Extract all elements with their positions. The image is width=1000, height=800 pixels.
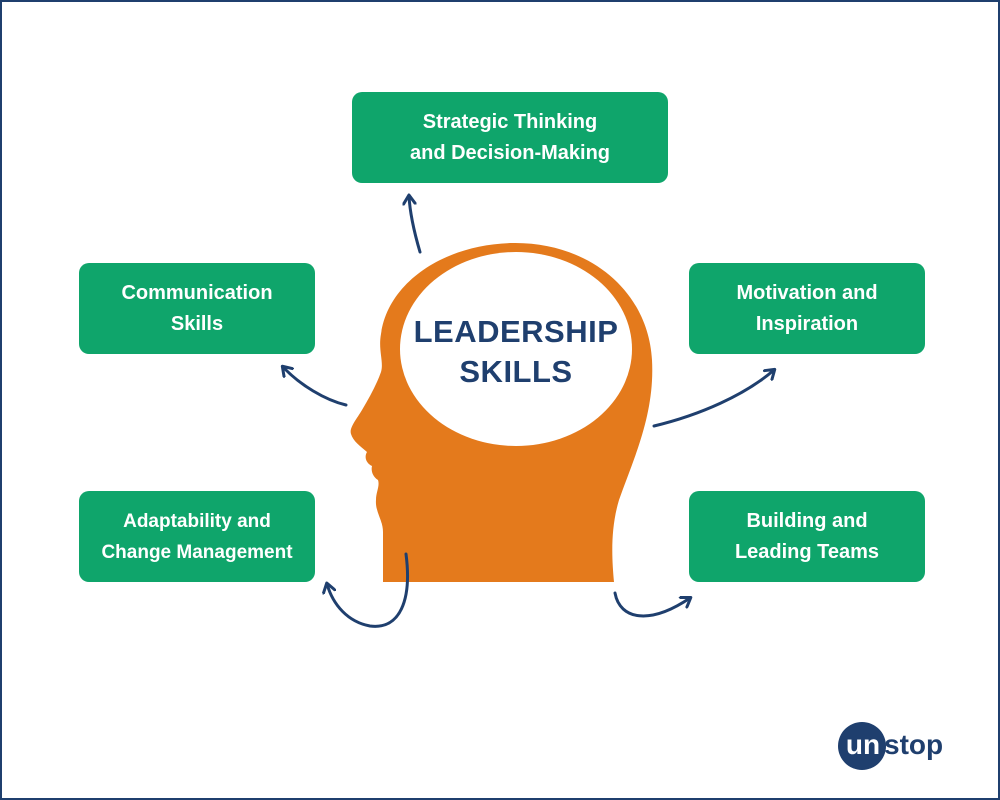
skill-label-line2: Leading Teams <box>734 540 880 563</box>
skill-box-building-teams: Building and Leading Teams <box>689 491 925 582</box>
arrow-adaptability <box>327 552 409 628</box>
center-title-line1: LEADERSHIP <box>413 314 619 349</box>
center-title: LEADERSHIP SKILLS <box>400 312 632 392</box>
logo-text-stop: stop <box>884 729 944 760</box>
arrow-motivation <box>652 370 774 428</box>
skill-label-line1: Motivation and <box>736 281 878 304</box>
skill-box-adaptability: Adaptability and Change Management <box>79 491 315 582</box>
skill-label-line1: Building and <box>746 509 868 532</box>
arrow-building <box>613 591 690 618</box>
logo-text-un: un <box>845 729 881 760</box>
skill-label-line2: and Decision-Making <box>409 141 611 164</box>
brain-ellipse <box>400 252 632 446</box>
skill-label-line1: Strategic Thinking <box>422 110 598 133</box>
skill-box-motivation: Motivation and Inspiration <box>689 263 925 354</box>
arrow-strategic <box>409 196 422 254</box>
unstop-logo: un stop <box>838 722 968 770</box>
skill-label-line2: Change Management <box>101 541 293 563</box>
center-title-line2: SKILLS <box>459 354 573 389</box>
skill-box-strategic-thinking: Strategic Thinking and Decision-Making <box>352 92 668 183</box>
skill-label-line2: Skills <box>170 312 224 335</box>
skill-label-line2: Inspiration <box>755 312 859 335</box>
arrow-communication <box>283 367 348 407</box>
skill-box-communication: Communication Skills <box>79 263 315 354</box>
skill-label-line1: Adaptability and <box>123 510 271 532</box>
logo-circle-icon <box>838 722 886 770</box>
skill-label-line1: Communication <box>121 281 273 304</box>
